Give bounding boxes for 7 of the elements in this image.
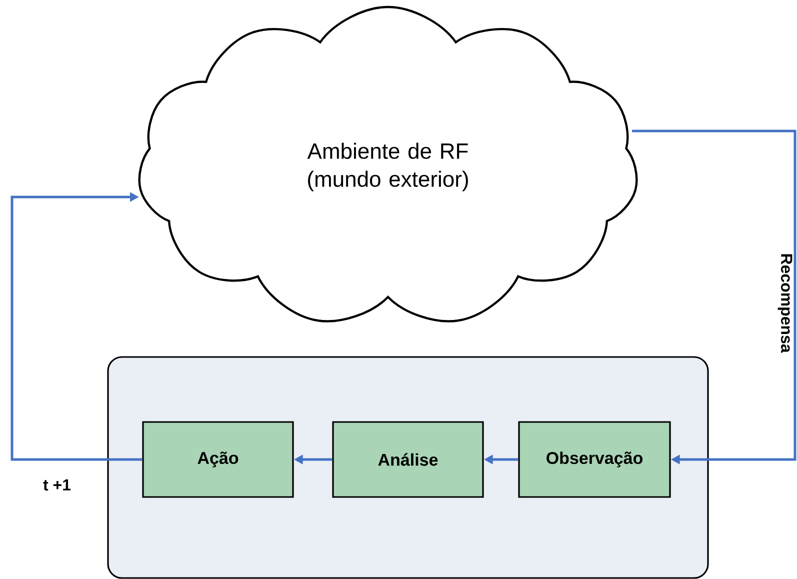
observation-box: Observação — [518, 421, 671, 498]
action-box: Ação — [142, 421, 294, 498]
arrow — [10, 192, 142, 461]
edge-label: t +1 — [43, 479, 71, 491]
arrow — [632, 130, 796, 464]
edge-label: Recompensa — [778, 254, 792, 353]
analysis-box: Análise — [332, 421, 484, 498]
